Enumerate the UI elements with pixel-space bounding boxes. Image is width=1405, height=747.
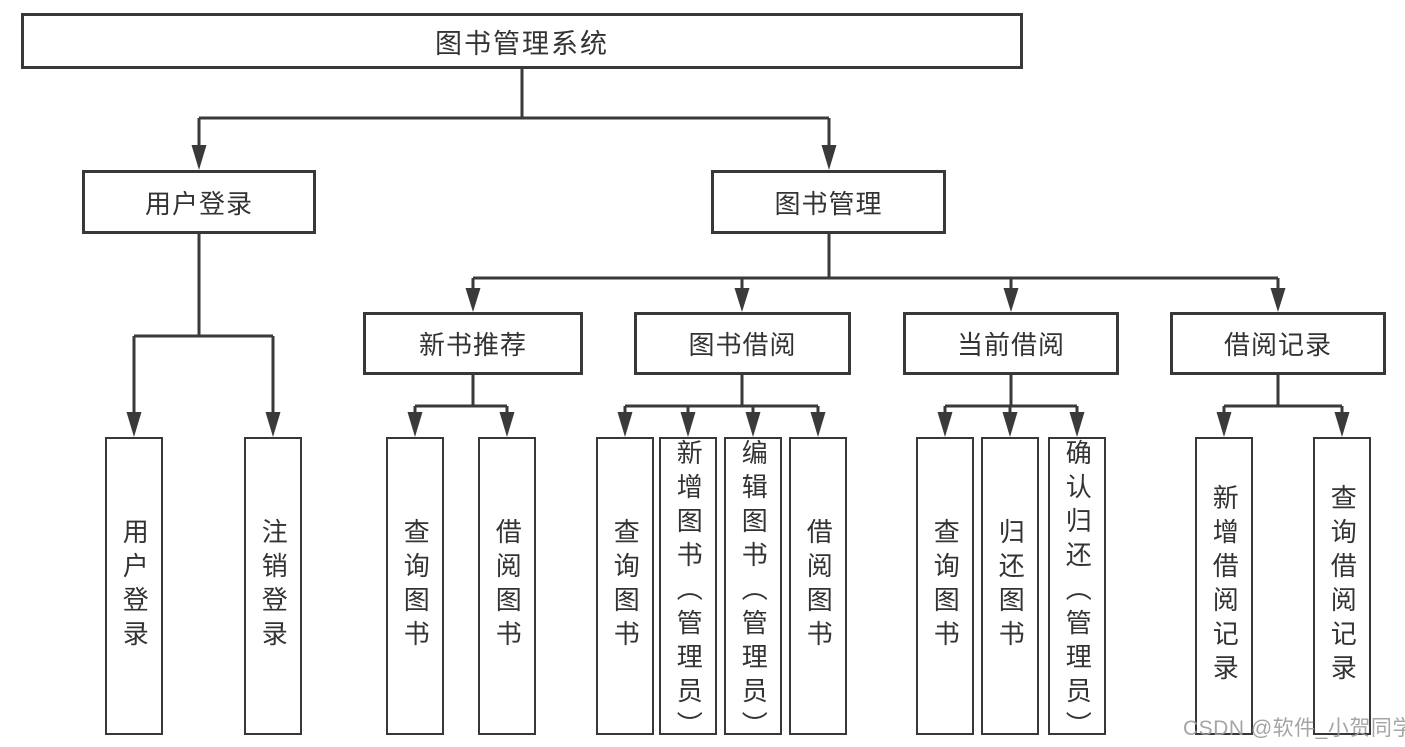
leaf-recommend-borrow-books-label: 借阅图书 — [492, 518, 523, 654]
node-new-book-recommend: 新书推荐 — [363, 312, 583, 375]
arrowhead — [407, 412, 423, 437]
connector-current-to-leaves — [937, 375, 1085, 437]
arrowhead — [1216, 412, 1232, 437]
leaf-records-query-record-label: 查询借阅记录 — [1327, 484, 1358, 688]
leaf-logout: 注销登录 — [244, 437, 302, 735]
arrowhead — [265, 412, 281, 437]
node-current-borrow-label: 当前借阅 — [956, 330, 1065, 360]
node-root: 图书管理系统 — [21, 13, 1023, 69]
arrowhead — [937, 412, 953, 437]
arrowhead — [1003, 288, 1019, 312]
leaf-borrow-add-books-admin-label: 新增图书（管理员） — [673, 439, 704, 745]
node-book-borrow-label: 图书借阅 — [688, 330, 797, 360]
leaf-recommend-query-books-label: 查询图书 — [400, 518, 431, 654]
leaf-current-query-books-label: 查询图书 — [930, 518, 961, 654]
arrowhead — [617, 412, 633, 437]
arrowhead — [1334, 412, 1350, 437]
leaf-records-query-record: 查询借阅记录 — [1313, 437, 1371, 735]
connector-borrow-to-leaves — [617, 375, 826, 437]
arrowhead — [499, 412, 515, 437]
arrowhead — [1069, 412, 1085, 437]
leaf-borrow-borrow-books: 借阅图书 — [789, 437, 847, 735]
leaf-current-return-books-label: 归还图书 — [995, 518, 1026, 654]
node-root-label: 图书管理系统 — [435, 28, 609, 59]
csdn-watermark: CSDN @软件_小贺同学 — [1183, 717, 1405, 740]
node-user-login-label: 用户登录 — [144, 188, 253, 219]
leaf-current-return-books: 归还图书 — [981, 437, 1039, 735]
arrowhead — [1270, 288, 1286, 312]
connector-recommend-to-leaves — [407, 375, 515, 437]
node-user-login: 用户登录 — [82, 170, 316, 234]
connector-records-to-leaves — [1216, 375, 1350, 437]
arrowhead — [821, 145, 837, 170]
leaf-records-add-record-label: 新增借阅记录 — [1209, 484, 1240, 688]
node-current-borrow: 当前借阅 — [903, 312, 1119, 375]
leaf-user-login: 用户登录 — [105, 437, 163, 735]
leaf-borrow-add-books-admin: 新增图书（管理员） — [659, 437, 717, 745]
leaf-borrow-query-books-label: 查询图书 — [610, 518, 641, 654]
leaf-user-login-label: 用户登录 — [119, 518, 150, 654]
leaf-current-confirm-return-admin-label: 确认归还（管理员） — [1062, 439, 1093, 745]
leaf-current-query-books: 查询图书 — [916, 437, 974, 735]
node-new-book-recommend-label: 新书推荐 — [418, 330, 527, 360]
leaf-borrow-edit-books-admin-label: 编辑图书（管理员） — [738, 439, 769, 745]
leaf-records-add-record: 新增借阅记录 — [1195, 437, 1253, 735]
node-borrow-records: 借阅记录 — [1170, 312, 1386, 375]
arrowhead — [734, 288, 750, 312]
connector-root-to-level2 — [191, 69, 837, 170]
arrowhead — [810, 412, 826, 437]
arrowhead — [1002, 412, 1018, 437]
arrowhead — [191, 145, 207, 170]
leaf-current-confirm-return-admin: 确认归还（管理员） — [1048, 437, 1106, 745]
leaf-recommend-query-books: 查询图书 — [386, 437, 444, 735]
leaf-recommend-borrow-books: 借阅图书 — [478, 437, 536, 735]
node-book-management: 图书管理 — [711, 170, 946, 234]
leaf-borrow-borrow-books-label: 借阅图书 — [803, 518, 834, 654]
leaf-borrow-edit-books-admin: 编辑图书（管理员） — [724, 437, 782, 745]
leaf-logout-label: 注销登录 — [258, 518, 289, 654]
arrowhead — [465, 288, 481, 312]
arrowhead — [745, 412, 761, 437]
node-book-borrow: 图书借阅 — [634, 312, 851, 375]
node-borrow-records-label: 借阅记录 — [1223, 330, 1332, 360]
leaf-borrow-query-books: 查询图书 — [596, 437, 654, 735]
connector-login-to-leaves — [126, 234, 281, 437]
arrowhead — [126, 412, 142, 437]
connector-management-to-level3 — [465, 234, 1286, 312]
arrowhead — [680, 412, 696, 437]
node-book-management-label: 图书管理 — [774, 188, 883, 219]
